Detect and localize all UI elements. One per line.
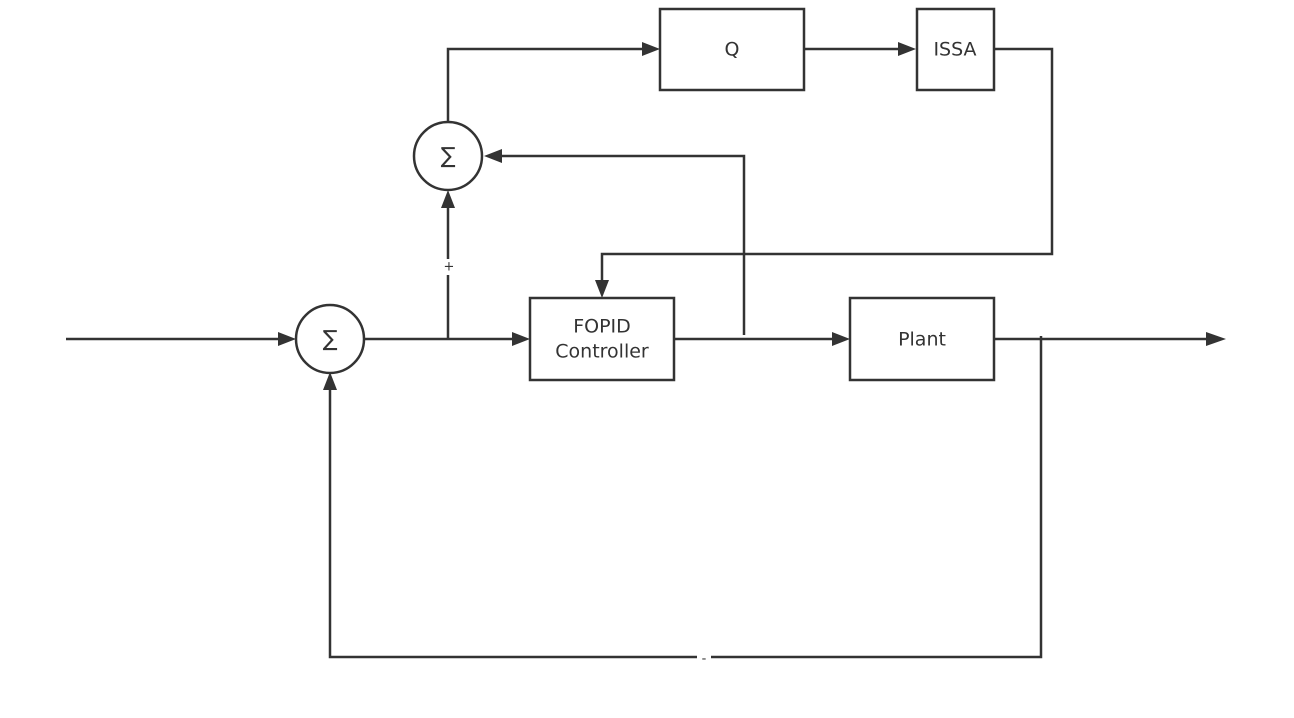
fopid-label-line1: FOPID (573, 316, 631, 338)
upper-sum-symbol: ∑ (441, 144, 456, 169)
arrow-into-issa (898, 42, 916, 56)
control-branch-to-upper-sum-line (498, 154, 746, 335)
minus-sign: - (697, 650, 711, 667)
arrow-into-fopid-top (595, 280, 609, 298)
q-block: Q (658, 7, 806, 92)
upper-sum-to-q-line (446, 47, 646, 122)
output-arrow (1206, 332, 1226, 346)
arrow-into-upper-sum-bottom (441, 190, 455, 208)
lower-sum-symbol: ∑ (323, 327, 338, 352)
lower-summing-junction: ∑ (294, 303, 366, 375)
arrow-into-fopid (512, 332, 530, 346)
arrow-into-lower-sum-bottom (323, 372, 337, 390)
fopid-controller-block: FOPID Controller (528, 296, 676, 382)
issa-block: ISSA (915, 7, 996, 92)
svg-text:+: + (444, 260, 455, 275)
q-label: Q (725, 39, 740, 61)
plant-label: Plant (898, 329, 946, 351)
upper-summing-junction: ∑ (412, 120, 484, 192)
plant-block: Plant (848, 296, 996, 382)
arrow-into-upper-sum-right (484, 149, 502, 163)
fopid-label-line2: Controller (555, 341, 649, 363)
arrow-into-lower-sum (278, 332, 296, 346)
arrow-into-plant (832, 332, 850, 346)
issa-to-fopid-line (600, 47, 1054, 284)
svg-text:-: - (702, 652, 707, 667)
plus-sign: + (441, 259, 455, 275)
issa-label: ISSA (933, 39, 976, 61)
feedback-line (328, 336, 1043, 659)
arrow-into-q (642, 42, 660, 56)
